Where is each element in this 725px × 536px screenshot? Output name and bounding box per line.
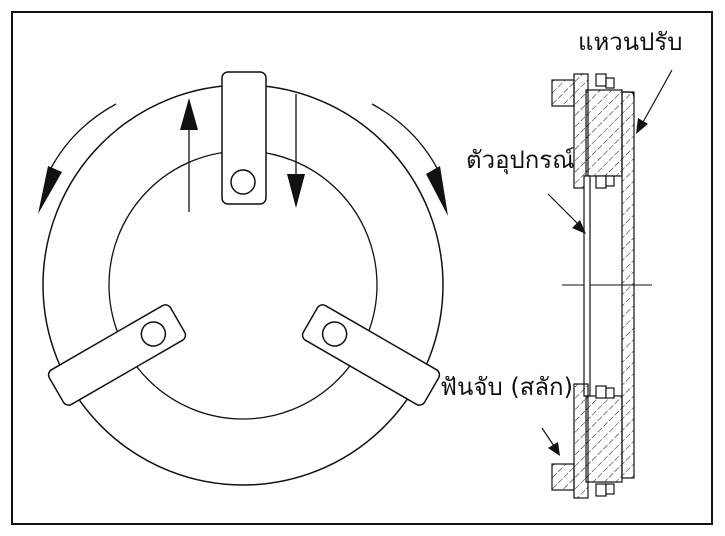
frame-border: [11, 11, 713, 525]
cross-section: [551, 73, 652, 499]
jaw-left: [47, 304, 187, 406]
jaw-top: [221, 71, 267, 205]
label-fixture: ตัวอุปกรณ์: [466, 146, 575, 174]
jaw-right: [301, 304, 441, 406]
label-jaw-pin: ฟันจับ (สลัก): [440, 373, 573, 401]
arrow-up: [180, 98, 198, 212]
label-adjusting-ring: แหวนปรับ: [578, 28, 683, 56]
leader-adjusting-ring: [636, 69, 673, 134]
arrow-down: [287, 94, 305, 208]
rotation-arrow-left: [38, 103, 117, 214]
rotation-arrow-right: [371, 103, 448, 216]
leader-jaw-pin: [541, 427, 560, 456]
leader-fixture: [547, 193, 586, 234]
